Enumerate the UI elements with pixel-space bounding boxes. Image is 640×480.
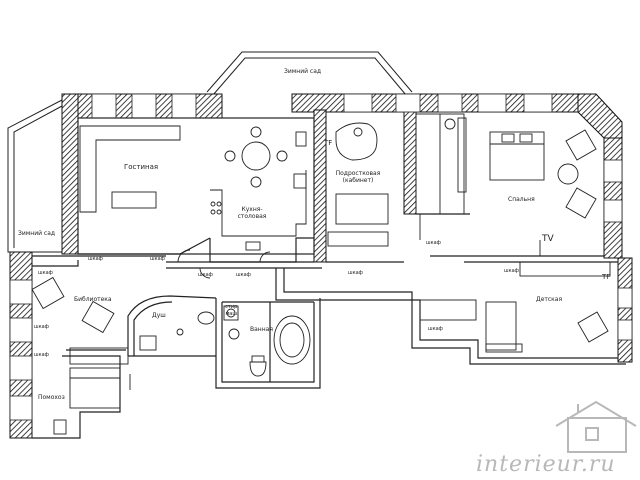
cabinet-label: шкаф bbox=[34, 352, 49, 358]
cabinet-label: шкаф bbox=[198, 272, 213, 278]
cabinet-label: шкаф bbox=[150, 256, 165, 262]
mark-tf-teen: TF bbox=[324, 139, 333, 147]
bed-icon bbox=[489, 131, 545, 181]
cabinet-label: шкаф bbox=[88, 256, 103, 262]
cabinet-label: шкаф bbox=[38, 270, 53, 276]
desk-icon bbox=[335, 122, 378, 161]
room-label-bathroom: Ванная bbox=[250, 326, 273, 333]
cabinet-label: шкаф bbox=[348, 270, 363, 276]
armchair-icon bbox=[565, 129, 597, 161]
sink-icon bbox=[197, 311, 215, 325]
armchair-icon bbox=[577, 311, 609, 343]
armchair-icon bbox=[31, 276, 65, 310]
windows bbox=[9, 93, 633, 421]
cabinet-label: шкаф bbox=[426, 240, 441, 246]
mark-tv-bedroom: TV bbox=[542, 234, 554, 244]
logo-house-icon bbox=[555, 400, 637, 453]
exterior-walls bbox=[9, 93, 633, 439]
washing-machine-icon bbox=[223, 305, 239, 321]
interior-walls bbox=[32, 117, 626, 439]
room-label-winter-garden-left: Зимний сад bbox=[18, 230, 56, 237]
logo-text: interieur.ru bbox=[476, 452, 616, 477]
room-label-teen: Подростковая (кабинет) bbox=[335, 170, 381, 184]
sofa-icon bbox=[79, 125, 181, 213]
room-label-storage: Помохоз bbox=[38, 394, 65, 401]
cabinet-label: шкаф bbox=[34, 324, 49, 330]
mark-tf-nursery: TF bbox=[602, 273, 611, 281]
teen-bed-icon bbox=[335, 193, 389, 225]
room-label-winter-garden-top: Зимний сад bbox=[284, 68, 322, 75]
bathtub-icon bbox=[273, 315, 311, 365]
kitchen-counter-icon bbox=[210, 170, 307, 237]
room-label-bedroom: Спальня bbox=[508, 196, 535, 203]
cabinet-label: шкаф bbox=[236, 272, 251, 278]
room-label-library: Библиотека bbox=[74, 296, 112, 303]
winter-garden-top-outline bbox=[206, 51, 413, 96]
cabinet-label: шкаф bbox=[504, 268, 519, 274]
coffee-table-icon bbox=[111, 191, 157, 209]
mark-washing-machine: стир. маш. bbox=[225, 304, 239, 317]
room-label-living: Гостиная bbox=[124, 163, 159, 171]
room-label-nursery: Детская bbox=[536, 296, 563, 303]
room-label-kitchen: Кухня-столовая bbox=[237, 206, 267, 220]
dining-table-icon bbox=[241, 141, 271, 171]
furniture bbox=[31, 113, 611, 435]
room-label-shower: Душ bbox=[152, 312, 166, 319]
winter-garden-left-outline bbox=[7, 99, 63, 253]
armchair-icon bbox=[565, 187, 597, 219]
armchair-icon bbox=[81, 300, 115, 334]
cabinet-label: шкаф bbox=[428, 326, 443, 332]
nursery-bed-icon bbox=[485, 301, 517, 351]
toilet-icon bbox=[249, 361, 267, 377]
